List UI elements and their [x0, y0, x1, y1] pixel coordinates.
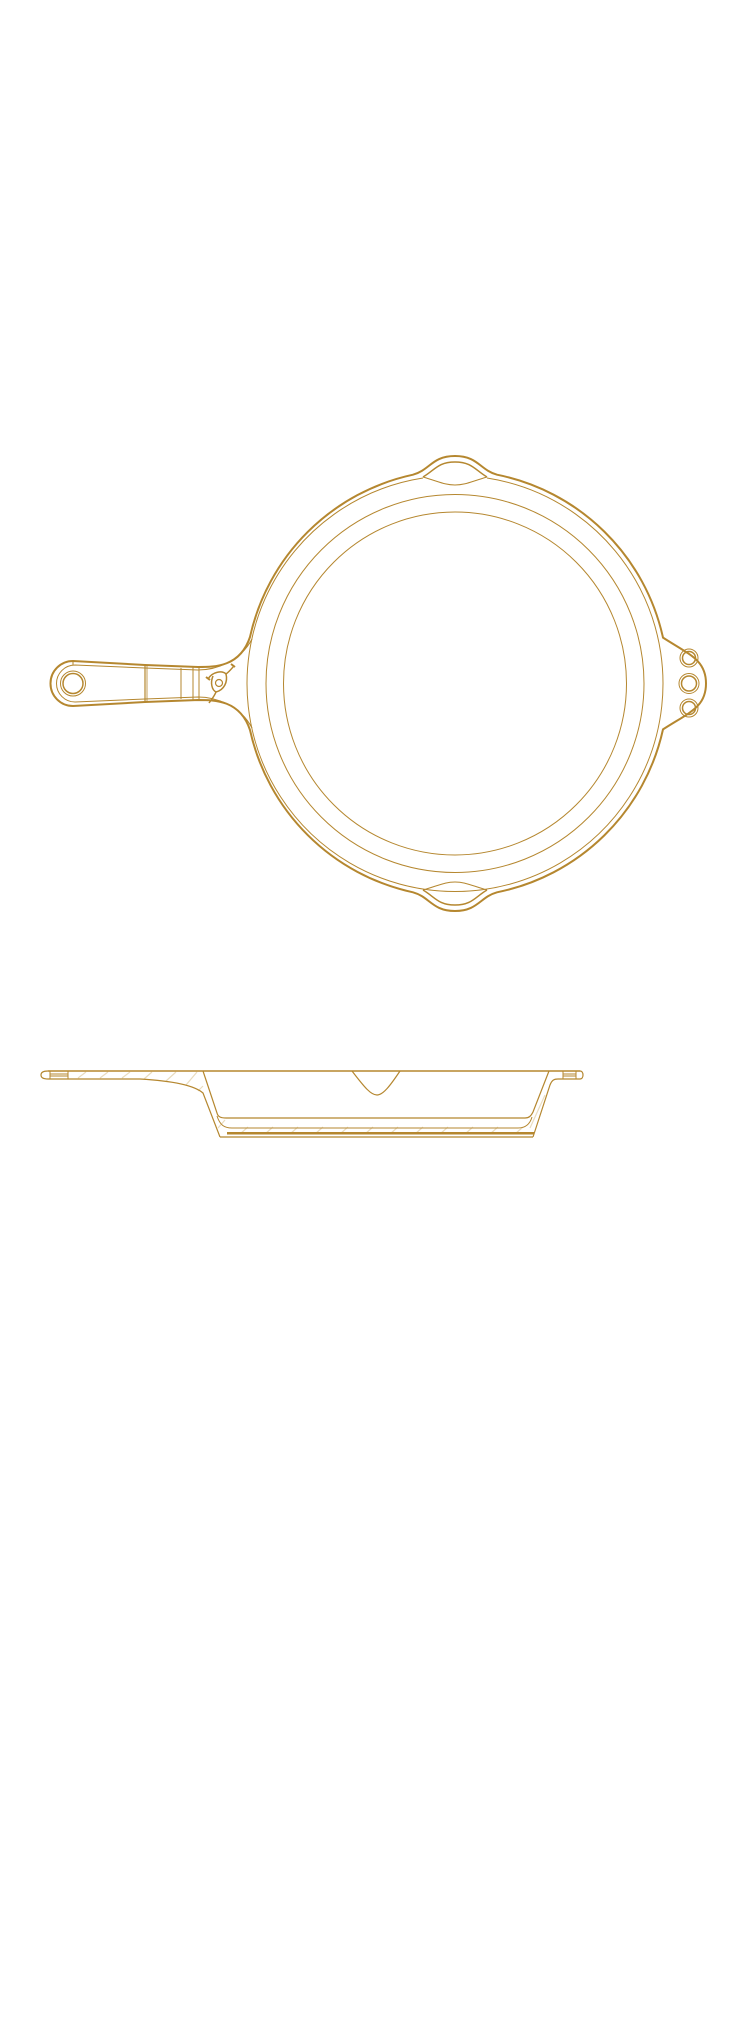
bottom-spout-lip	[422, 889, 488, 906]
top-spout-wave	[422, 476, 488, 486]
top-spout-lip	[422, 461, 488, 478]
hanging-hole-outer	[60, 670, 86, 697]
handle-tab	[49, 1071, 69, 1079]
handle-inner-outline	[56, 638, 253, 729]
outer-rim-outline	[49, 454, 708, 913]
section-hatching	[77, 1071, 546, 1135]
pour-spout-profile	[351, 1070, 401, 1096]
hanging-hole-inner	[62, 672, 84, 695]
bottom-spout-wave	[422, 881, 488, 891]
inner-wall-left	[202, 1070, 550, 1119]
floor-underside	[216, 1115, 533, 1129]
handle-underside	[48, 1078, 221, 1138]
inner-rim	[246, 477, 664, 893]
outer-wall-right	[532, 1070, 584, 1138]
handle-end-cap	[40, 1070, 49, 1080]
bird-logo-icon	[205, 663, 236, 704]
cooking-surface-inner-ring	[283, 511, 627, 856]
skillet-side-section-view	[40, 1070, 584, 1138]
skillet-top-view	[49, 454, 708, 913]
helper-handle-holes	[678, 648, 700, 718]
helper-handle-tab	[562, 1071, 577, 1079]
cooking-surface-outer-ring	[265, 494, 645, 873]
base-ring	[227, 1132, 534, 1135]
